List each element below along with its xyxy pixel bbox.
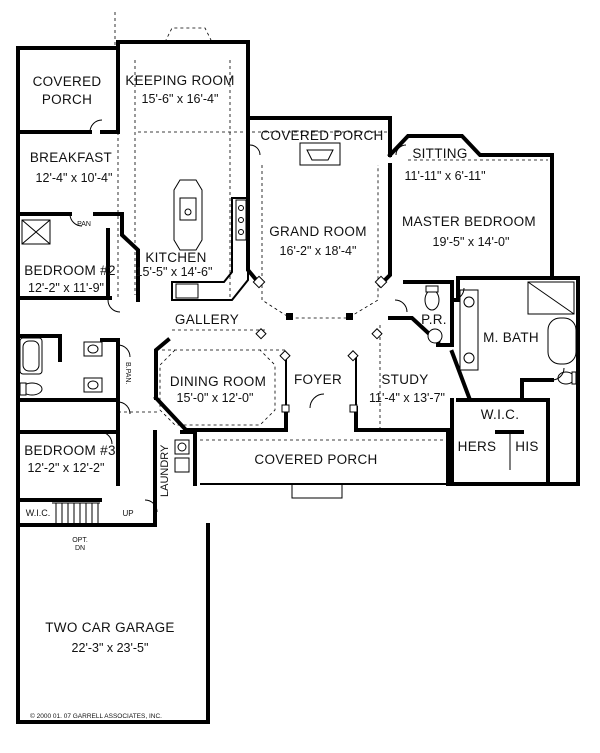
garage-dims: 22'-3" x 23'-5" [72,641,149,655]
pr-label: P.R. [421,312,447,327]
covered-porch-top-label: COVERED PORCH [260,128,383,143]
study-dims: 11'-4" x 13'-7" [369,391,445,405]
keeping-room-label: KEEPING ROOM [125,73,234,88]
breakfast-dims: 12'-4" x 10'-4" [36,171,113,185]
grand-room-label: GRAND ROOM [269,224,367,239]
wic-master-label: W.I.C. [481,407,520,422]
small-labels: PAN B.PAN. UP OPT. DN [72,221,133,552]
foyer-label: FOYER [294,372,342,387]
grand-room-dims: 16'-2" x 18'-4" [280,244,357,258]
dining-room-label: DINING ROOM [170,374,266,389]
fixtures [19,27,577,523]
gallery-label: GALLERY [175,312,239,327]
up-label: UP [122,509,133,518]
hers-label: HERS [458,439,497,454]
m-bath-label: M. BATH [483,330,539,345]
bedroom3-dims: 12'-2" x 12'-2" [28,461,105,475]
covered-porch-left-label-2: PORCH [42,92,92,107]
copyright-text: © 2000 01. 07 GARRELL ASSOCIATES, INC. [30,712,162,720]
master-bedroom-dims: 19'-5" x 14'-0" [433,235,510,249]
sitting-label: SITTING [412,146,467,161]
bedroom2-label: BEDROOM #2 [24,263,116,278]
bedroom3-label: BEDROOM #3 [24,443,116,458]
garage-label: TWO CAR GARAGE [45,620,174,635]
study-label: STUDY [381,372,428,387]
covered-porch-left-label: COVERED [33,74,102,89]
kitchen-dims: 15'-5" x 14'-6" [136,265,213,279]
dn-label: DN [75,545,85,552]
pan-label: PAN [77,221,91,228]
room-labels: COVERED PORCH KEEPING ROOM 15'-6" x 16'-… [24,73,539,655]
opt-label: OPT. [72,537,88,544]
bedroom2-dims: 12'-2" x 11'-9" [28,281,104,295]
wic-small-label: W.I.C. [26,508,51,518]
master-bedroom-label: MASTER BEDROOM [402,214,536,229]
keeping-room-dims: 15'-6" x 16'-4" [142,92,219,106]
ceiling-lines [114,10,548,441]
columns [252,275,388,413]
breakfast-label: BREAKFAST [30,150,112,165]
covered-porch-front-label: COVERED PORCH [254,452,377,467]
dining-room-dims: 15'-0" x 12'-0" [177,391,254,405]
sitting-dims: 11'-11" x 6'-11" [404,169,485,183]
b-pan-label: B.PAN. [124,362,131,384]
doors [69,119,565,513]
his-label: HIS [515,439,538,454]
kitchen-label: KITCHEN [145,250,206,265]
laundry-label: LAUNDRY [159,444,171,497]
